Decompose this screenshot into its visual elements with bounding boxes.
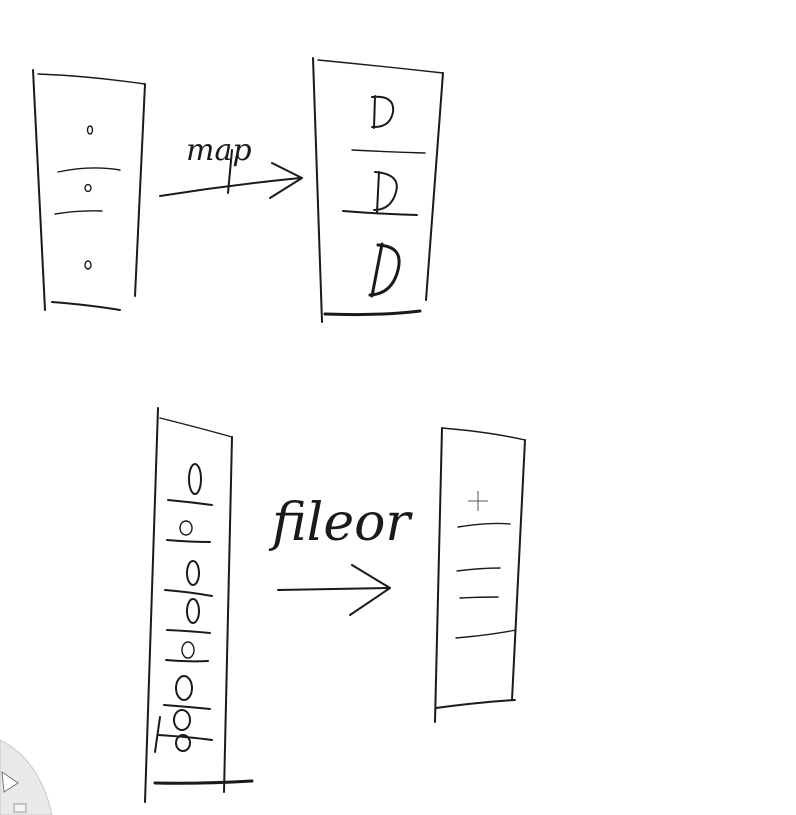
map-source-list xyxy=(32,69,146,311)
filter-source-list xyxy=(144,407,254,803)
map-label: map xyxy=(186,133,252,168)
filter-label: fileor xyxy=(268,493,413,553)
pen-tool-icon[interactable] xyxy=(0,739,53,815)
map-result-list xyxy=(312,57,444,323)
filter-result-list xyxy=(434,427,526,723)
crosshair-cursor-icon xyxy=(468,491,488,511)
filter-arrow: fileor xyxy=(268,493,413,616)
map-arrow: map xyxy=(159,133,303,199)
